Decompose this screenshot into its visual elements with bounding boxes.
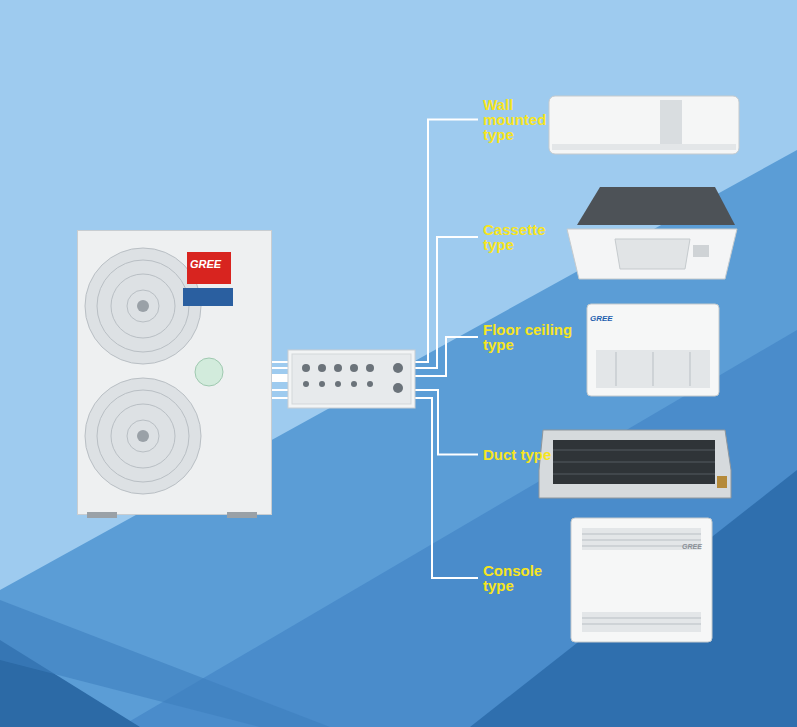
unit-type-label: Floor ceiling type [483,322,583,352]
unit-type-label: Wall mounted type [483,97,547,142]
outdoor-unit: GREE [77,230,272,518]
cassette-unit: Cassette type [478,183,740,283]
unit-type-label: Duct type [483,447,551,462]
wall-mounted-unit: Wall mounted type [478,88,740,162]
unit-illustration [535,420,733,509]
refrigerant-line [272,398,478,578]
brand-logo: GREE [682,543,702,550]
refrigerant-line [272,120,478,363]
duct-unit: Duct type [478,420,733,505]
unit-illustration [570,516,713,648]
refrigerant-line [272,237,478,368]
unit-illustration [548,88,740,166]
unit-illustration [77,230,272,522]
branch-box-body [288,350,415,408]
unit-type-label: Console type [483,563,551,593]
brand-logo: GREE [190,258,230,270]
unit-illustration [565,183,740,287]
console-unit: Console type [478,516,713,644]
unit-type-label: Cassette type [483,222,561,252]
brand-logo: GREE [590,314,613,323]
